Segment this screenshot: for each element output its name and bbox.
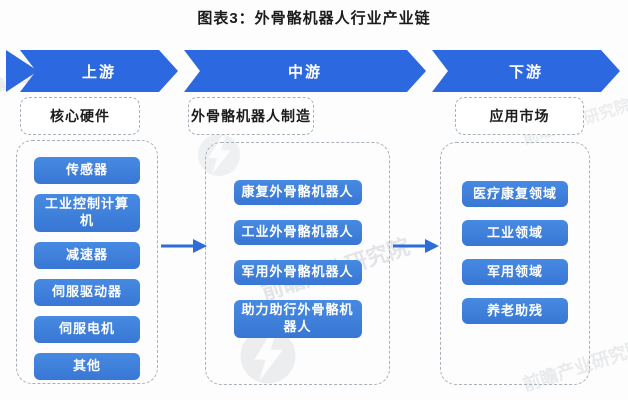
chain-item: 其他 bbox=[34, 352, 140, 380]
chain-item: 康复外骨骼机器人 bbox=[233, 180, 362, 205]
chain-item: 伺服电机 bbox=[34, 315, 140, 343]
section-header-label: 应用市场 bbox=[489, 108, 550, 124]
chain-item: 工业外骨骼机器人 bbox=[233, 220, 362, 245]
chain-item: 工业领域 bbox=[462, 220, 568, 246]
chain-item: 伺服驱动器 bbox=[34, 278, 140, 306]
banner-segment-label: 上游 bbox=[81, 63, 116, 81]
midstream-items-container: 康复外骨骼机器人 工业外骨骼机器人 军用外骨骼机器人 助力助行外骨骼机器人 bbox=[205, 142, 390, 385]
chain-item: 传感器 bbox=[34, 157, 140, 184]
banner-segment-upstream: 上游 bbox=[20, 50, 178, 92]
section-header-core-hardware: 核心硬件 bbox=[20, 97, 140, 135]
chain-item: 军用外骨骼机器人 bbox=[233, 260, 362, 285]
chain-item: 助力助行外骨骼机器人 bbox=[233, 300, 362, 338]
section-header-application-market: 应用市场 bbox=[455, 97, 584, 135]
chart-title: 图表3：外骨骼机器人行业产业链 bbox=[197, 10, 431, 27]
upstream-items-container: 传感器 工业控制计算机 减速器 伺服驱动器 伺服电机 其他 bbox=[16, 140, 158, 384]
chain-item: 养老助残 bbox=[462, 298, 568, 324]
chain-item: 医疗康复领域 bbox=[462, 181, 568, 207]
downstream-items-container: 医疗康复领域 工业领域 军用领域 养老助残 bbox=[440, 142, 590, 385]
banner-segment-label: 中游 bbox=[287, 63, 322, 81]
banner-segment-midstream: 中游 bbox=[184, 50, 426, 92]
banner-segment-label: 下游 bbox=[508, 63, 543, 81]
chain-item: 工业控制计算机 bbox=[34, 194, 140, 232]
chain-item: 减速器 bbox=[34, 241, 140, 269]
right-arrow-icon bbox=[161, 239, 207, 253]
section-header-label: 核心硬件 bbox=[50, 108, 110, 124]
chain-item: 军用领域 bbox=[462, 259, 568, 285]
section-header-manufacturing: 外骨骼机器人制造 bbox=[188, 97, 314, 135]
section-header-label: 外骨骼机器人制造 bbox=[191, 108, 311, 124]
banner-segment-downstream: 下游 bbox=[432, 50, 620, 92]
right-arrow-icon bbox=[393, 239, 439, 253]
